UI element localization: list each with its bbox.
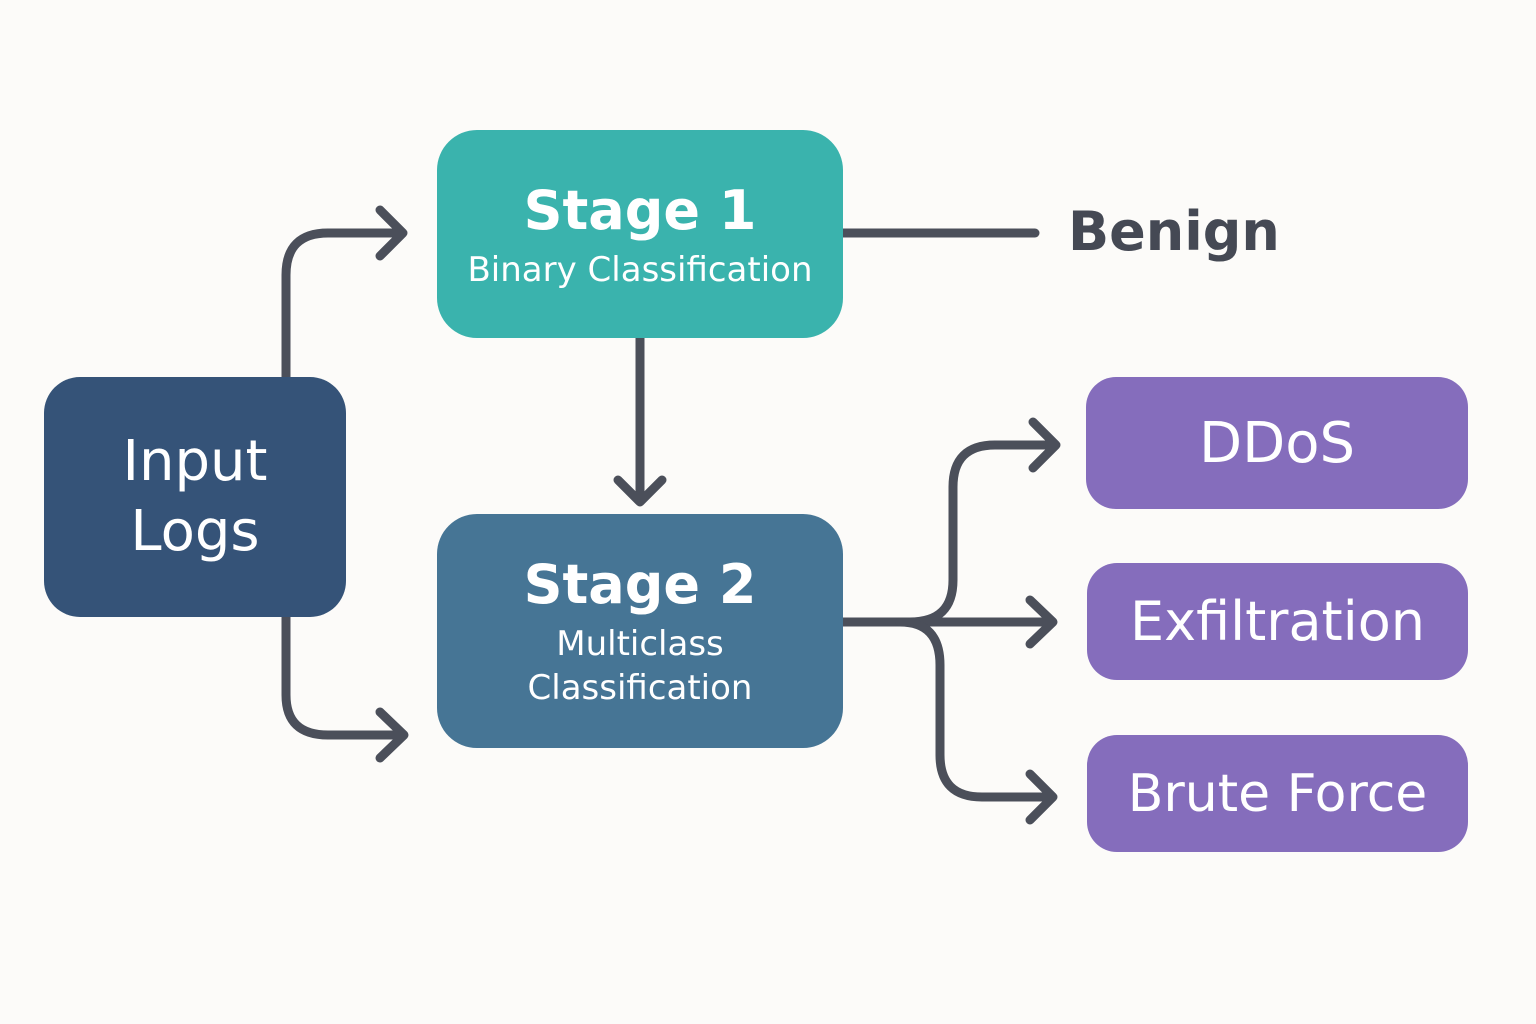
stage1-title: Stage 1 <box>523 178 757 242</box>
arrow-stage2-to-brute-force <box>895 617 1058 825</box>
arrow-stage1-to-stage2 <box>613 333 667 507</box>
stage2-title: Stage 2 <box>523 552 757 616</box>
arrow-stage2-to-exfiltration <box>895 595 1058 649</box>
stage1-node: Stage 1 Binary Classification <box>437 130 843 338</box>
brute-force-label: Brute Force <box>1127 763 1428 824</box>
stage2-subtitle1: Multiclass <box>556 623 724 664</box>
arrow-input-to-stage1 <box>281 205 408 383</box>
exfiltration-label: Exfiltration <box>1130 590 1425 653</box>
ddos-label: DDoS <box>1198 410 1356 476</box>
stage2-node: Stage 2 Multiclass Classification <box>437 514 843 748</box>
stage1-subtitle: Binary Classification <box>467 249 813 290</box>
brute-force-node: Brute Force <box>1087 735 1468 852</box>
exfiltration-node: Exfiltration <box>1087 563 1468 680</box>
stage2-subtitle2: Classification <box>527 667 753 708</box>
benign-label: Benign <box>1068 200 1280 263</box>
input-line1: Input <box>122 429 268 494</box>
arrow-input-to-stage2 <box>281 612 409 763</box>
input-logs-node: Input Logs <box>44 377 346 617</box>
input-line2: Logs <box>130 499 260 564</box>
arrow-stage2-to-ddos <box>838 417 1061 627</box>
ddos-node: DDoS <box>1086 377 1468 509</box>
